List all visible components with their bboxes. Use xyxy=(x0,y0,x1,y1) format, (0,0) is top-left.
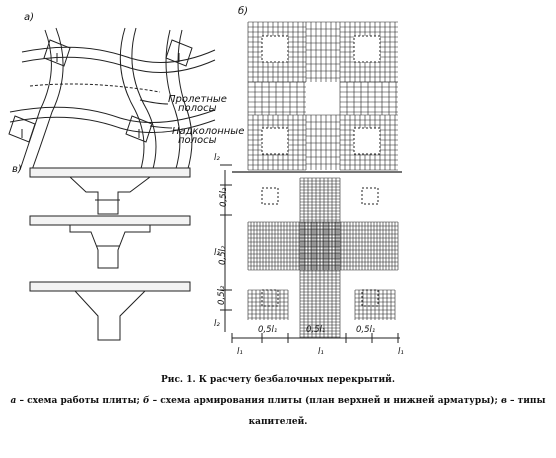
caption-a-text: – схема работы плиты; xyxy=(16,396,143,406)
dim-half-l1-2: 0,5l₁ xyxy=(306,325,325,335)
dimension-lines xyxy=(220,164,400,343)
column-strips-label-1: Надколонные xyxy=(172,126,244,137)
caption-c-text: – типы xyxy=(506,396,546,406)
caption-b-text: – схема армирования плиты (план верхней … xyxy=(149,396,501,406)
caption-c-letter: в xyxy=(500,396,507,406)
dim-l1-3: l₁ xyxy=(398,347,404,357)
column-strips-label-2: полосы xyxy=(178,135,217,146)
caption-line-2: а – схема работы плиты; б – схема армиро… xyxy=(0,396,556,406)
panel-a-scheme xyxy=(8,27,216,173)
dim-half-l2-2: 0,5l₂ xyxy=(218,245,228,265)
dim-l2-mid: l₂ xyxy=(214,248,220,258)
panel-c-letter: в) xyxy=(12,164,22,175)
dim-half-l1-3: 0,5l₁ xyxy=(356,325,375,335)
dim-half-l2-1: 0,5l₂ xyxy=(219,187,229,207)
dim-l2-bottom: l₂ xyxy=(214,319,220,329)
panel-a-letter: а) xyxy=(24,12,34,23)
span-strips-label-2: полосы xyxy=(178,103,217,114)
span-strips-label-1: Пролетные xyxy=(168,94,227,105)
panel-c-capitals xyxy=(29,167,191,341)
dim-half-l1-1: 0,5l₁ xyxy=(258,325,277,335)
panel-b-plan xyxy=(232,21,402,338)
caption-line-1: Рис. 1. К расчету безбалочных перекрытий… xyxy=(161,375,395,385)
panel-b-letter: б) xyxy=(238,5,248,17)
caption-b-letter: б xyxy=(143,396,150,406)
dim-half-l2-3: 0,5l₂ xyxy=(217,285,227,305)
caption-a-letter: а xyxy=(10,396,17,406)
dim-l1-2: l₁ xyxy=(318,347,324,357)
dim-l2-top: l₂ xyxy=(214,153,220,163)
dim-l1-1: l₁ xyxy=(237,347,243,357)
caption-line-3: капителей. xyxy=(248,417,308,427)
